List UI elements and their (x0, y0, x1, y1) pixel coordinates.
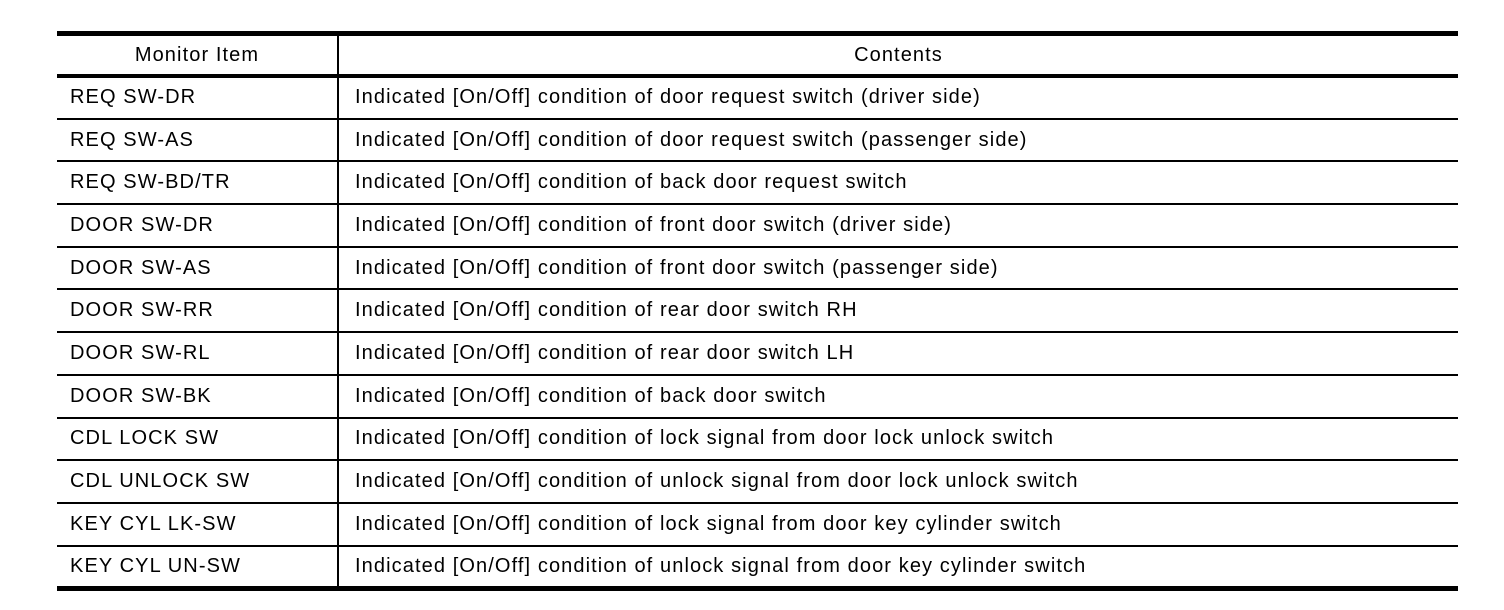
table-header: Monitor Item Contents (57, 33, 1458, 78)
contents-cell: Indicated [On/Off] condition of back doo… (338, 161, 1458, 206)
monitor-item-table: Monitor Item Contents REQ SW-DR Indicate… (57, 31, 1458, 591)
monitor-item-cell: CDL UNLOCK SW (57, 460, 339, 504)
table-row: KEY CYL LK-SW Indicated [On/Off] conditi… (57, 502, 1458, 547)
contents-cell: Indicated [On/Off] condition of front do… (338, 246, 1458, 291)
contents-cell: Indicated [On/Off] condition of back doo… (338, 374, 1458, 419)
column-header-contents: Contents (338, 33, 1458, 78)
contents-cell: Indicated [On/Off] condition of rear doo… (338, 289, 1458, 334)
table-row: KEY CYL UN-SW Indicated [On/Off] conditi… (57, 545, 1458, 590)
monitor-item-cell: CDL LOCK SW (57, 417, 339, 462)
header-row: Monitor Item Contents (57, 33, 1458, 78)
table-row: DOOR SW-BK Indicated [On/Off] condition … (57, 374, 1458, 419)
table-row: REQ SW-BD/TR Indicated [On/Off] conditio… (57, 161, 1458, 206)
contents-cell: Indicated [On/Off] condition of door req… (338, 118, 1458, 163)
table-row: DOOR SW-RR Indicated [On/Off] condition … (57, 289, 1458, 334)
monitor-item-cell: DOOR SW-RR (57, 289, 339, 334)
monitor-item-cell: REQ SW-BD/TR (57, 161, 339, 206)
contents-cell: Indicated [On/Off] condition of door req… (338, 76, 1458, 120)
table-row: REQ SW-DR Indicated [On/Off] condition o… (57, 76, 1458, 120)
monitor-item-cell: KEY CYL UN-SW (57, 545, 339, 590)
table-row: DOOR SW-AS Indicated [On/Off] condition … (57, 246, 1458, 291)
table-row: DOOR SW-DR Indicated [On/Off] condition … (57, 204, 1458, 248)
column-header-monitor-item: Monitor Item (57, 33, 339, 78)
monitor-item-cell: DOOR SW-AS (57, 246, 339, 291)
contents-cell: Indicated [On/Off] condition of lock sig… (338, 417, 1458, 462)
contents-cell: Indicated [On/Off] condition of rear doo… (338, 332, 1458, 376)
monitor-item-cell: DOOR SW-BK (57, 374, 339, 419)
monitor-item-cell: DOOR SW-RL (57, 332, 339, 376)
contents-cell: Indicated [On/Off] condition of unlock s… (338, 545, 1458, 590)
contents-cell: Indicated [On/Off] condition of lock sig… (338, 502, 1458, 547)
monitor-item-cell: REQ SW-DR (57, 76, 339, 120)
table-body: REQ SW-DR Indicated [On/Off] condition o… (57, 76, 1458, 590)
contents-cell: Indicated [On/Off] condition of unlock s… (338, 460, 1458, 504)
monitor-item-cell: REQ SW-AS (57, 118, 339, 163)
table-row: CDL LOCK SW Indicated [On/Off] condition… (57, 417, 1458, 462)
contents-cell: Indicated [On/Off] condition of front do… (338, 204, 1458, 248)
monitor-item-cell: KEY CYL LK-SW (57, 502, 339, 547)
table-row: CDL UNLOCK SW Indicated [On/Off] conditi… (57, 460, 1458, 504)
monitor-item-cell: DOOR SW-DR (57, 204, 339, 248)
table-row: REQ SW-AS Indicated [On/Off] condition o… (57, 118, 1458, 163)
table-row: DOOR SW-RL Indicated [On/Off] condition … (57, 332, 1458, 376)
